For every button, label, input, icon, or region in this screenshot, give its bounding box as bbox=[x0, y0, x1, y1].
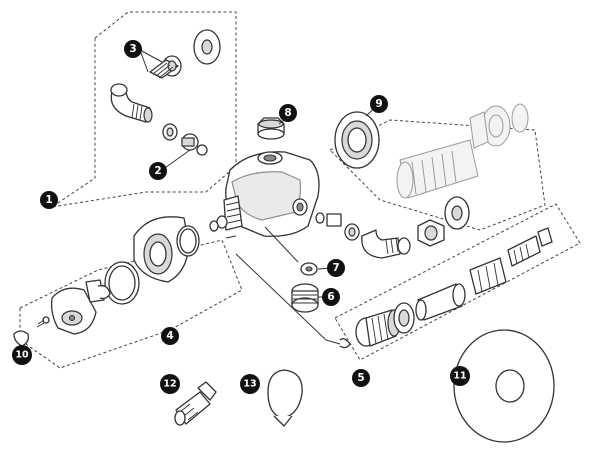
callout-9-label: 9 bbox=[375, 98, 382, 110]
group-1-outline bbox=[51, 11, 237, 208]
control-knob bbox=[50, 279, 105, 335]
cartridge-spring-section bbox=[469, 257, 507, 295]
cartridge-body bbox=[415, 283, 466, 321]
callout-10-label: 10 bbox=[15, 350, 29, 361]
group-5-outline bbox=[334, 203, 581, 361]
group-4-parts bbox=[36, 216, 219, 335]
callout-11: 11 bbox=[450, 366, 470, 386]
wall-flange-small bbox=[193, 29, 221, 65]
group-outlines bbox=[19, 11, 581, 369]
elbow-pipe bbox=[110, 83, 153, 123]
callout-13: 13 bbox=[240, 374, 260, 394]
circlip bbox=[339, 338, 351, 349]
callout-13-label: 13 bbox=[243, 379, 256, 390]
leader-lines bbox=[139, 49, 380, 345]
small-washer-7 bbox=[300, 262, 318, 276]
retaining-ring-inner bbox=[108, 265, 136, 301]
cartridge-spindle bbox=[507, 227, 553, 267]
indicator-cap-10 bbox=[13, 330, 30, 347]
group-5-parts bbox=[339, 227, 553, 349]
callout-5: 5 bbox=[352, 369, 370, 387]
callout-5-label: 5 bbox=[357, 372, 364, 384]
blanking-plug bbox=[257, 117, 285, 140]
callout-6-label: 6 bbox=[327, 291, 334, 303]
o-ring-large-inner bbox=[179, 228, 197, 254]
extension-nipple-12 bbox=[174, 381, 217, 426]
shroud bbox=[133, 216, 189, 283]
group-9-outline bbox=[329, 119, 546, 231]
spindle-ring bbox=[209, 220, 219, 232]
washer-ring-hole bbox=[166, 127, 174, 137]
cartridge-sleeve bbox=[355, 309, 401, 347]
handle-clip bbox=[97, 285, 111, 300]
callout-4: 4 bbox=[161, 327, 179, 345]
group-4-outline bbox=[19, 239, 243, 369]
cartridge-ring bbox=[393, 302, 415, 334]
group-9-parts bbox=[334, 103, 529, 199]
valve-body bbox=[216, 151, 320, 237]
callout-6: 6 bbox=[322, 288, 340, 306]
large-wall-flange-11 bbox=[453, 329, 555, 443]
callout-8: 8 bbox=[279, 104, 297, 122]
callout-11-label: 11 bbox=[453, 371, 466, 382]
callout-2-label: 2 bbox=[154, 165, 161, 177]
callout-7-label: 7 bbox=[332, 262, 339, 274]
callout-2: 2 bbox=[149, 162, 167, 180]
shower-head-13 bbox=[267, 369, 303, 427]
callout-1: 1 bbox=[40, 191, 58, 209]
callout-3-label: 3 bbox=[129, 43, 136, 55]
group-1-parts bbox=[110, 29, 221, 156]
callout-1-label: 1 bbox=[45, 194, 52, 206]
outlet-pipe-parts bbox=[315, 196, 470, 259]
threaded-adaptor bbox=[149, 55, 182, 79]
callout-9: 9 bbox=[370, 95, 388, 113]
callout-7: 7 bbox=[327, 259, 345, 277]
callout-3: 3 bbox=[124, 40, 142, 58]
callout-12: 12 bbox=[160, 374, 180, 394]
callout-10: 10 bbox=[12, 345, 32, 365]
callout-8-label: 8 bbox=[284, 107, 291, 119]
check-valve bbox=[181, 133, 208, 156]
compression-fitting-6 bbox=[291, 283, 319, 313]
callout-4-label: 4 bbox=[166, 330, 173, 342]
callout-12-label: 12 bbox=[163, 379, 176, 390]
grub-screw bbox=[36, 316, 50, 328]
ring-seal-9 bbox=[334, 111, 380, 169]
ghost-cartridge bbox=[396, 103, 529, 199]
